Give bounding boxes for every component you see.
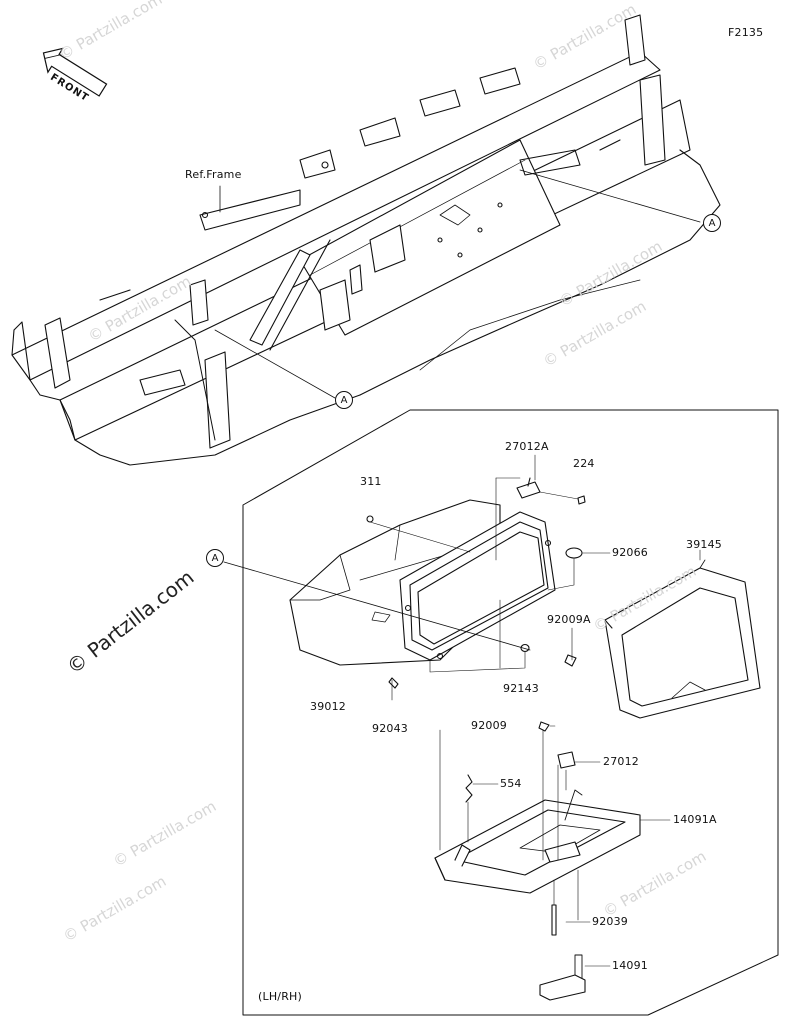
storage-box-39012 <box>289 499 556 666</box>
front-arrow-icon <box>42 47 108 97</box>
mat-39145 <box>604 559 761 719</box>
part-label-14091A[interactable]: 14091A <box>673 813 717 826</box>
part-label-39012[interactable]: 39012 <box>310 700 346 713</box>
callout-a-frame-left: A <box>335 391 353 409</box>
part-label-39145[interactable]: 39145 <box>686 538 722 551</box>
part-label-311[interactable]: 311 <box>360 475 382 488</box>
part-label-92143[interactable]: 92143 <box>503 682 539 695</box>
part-label-92039[interactable]: 92039 <box>592 915 628 928</box>
frame-illustration <box>11 14 721 466</box>
part-label-224[interactable]: 224 <box>573 457 595 470</box>
callout-a-detail: A <box>206 549 224 567</box>
part-label-92043[interactable]: 92043 <box>372 722 408 735</box>
part-label-27012A[interactable]: 27012A <box>505 440 549 453</box>
side-note-lh-rh: (LH/RH) <box>258 990 303 1003</box>
tray-14091A <box>434 789 641 894</box>
part-label-14091[interactable]: 14091 <box>612 959 648 972</box>
ref-frame-label: Ref.Frame <box>185 168 242 181</box>
part-label-27012[interactable]: 27012 <box>603 755 639 768</box>
part-label-554[interactable]: 554 <box>500 777 522 790</box>
detail-border <box>242 409 779 1016</box>
figure-code: F2135 <box>728 26 764 39</box>
callout-a-frame-right: A <box>703 214 721 232</box>
part-label-92009[interactable]: 92009 <box>471 719 507 732</box>
part-label-92009A[interactable]: 92009A <box>547 613 591 626</box>
part-label-92066[interactable]: 92066 <box>612 546 648 559</box>
